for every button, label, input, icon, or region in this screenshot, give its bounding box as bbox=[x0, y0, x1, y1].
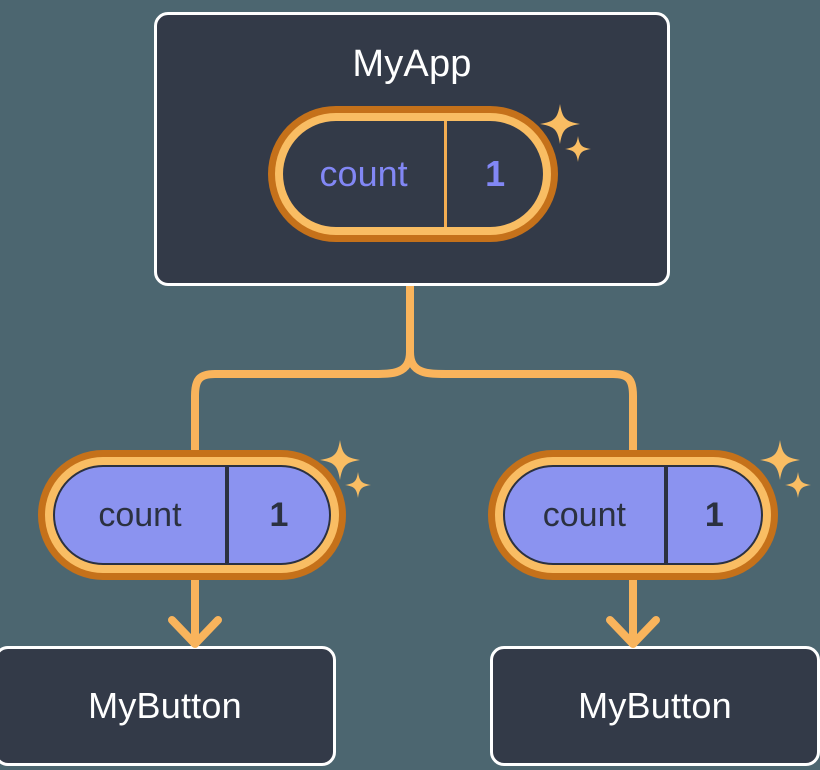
state-pill-mybutton-left-count[interactable]: count 1 bbox=[38, 450, 346, 580]
component-label-mybutton-left: MyButton bbox=[88, 685, 242, 726]
state-pill-ring: count 1 bbox=[275, 113, 551, 235]
connector-branch-left bbox=[191, 351, 414, 452]
state-pill-ring: count 1 bbox=[45, 457, 339, 573]
state-key: count bbox=[542, 496, 626, 534]
state-pill-mybutton-right-count[interactable]: count 1 bbox=[488, 450, 778, 580]
component-label-myapp: MyApp bbox=[352, 43, 472, 85]
component-box-mybutton-left[interactable]: MyButton bbox=[0, 646, 336, 766]
state-pill-body: count 1 bbox=[283, 121, 543, 227]
component-label-mybutton-right: MyButton bbox=[578, 685, 732, 726]
state-pill-body: count 1 bbox=[503, 465, 763, 565]
connector-branch-right bbox=[406, 351, 637, 452]
state-pill-body: count 1 bbox=[53, 465, 331, 565]
state-value: 1 bbox=[444, 121, 543, 227]
sparkle-small-icon bbox=[785, 472, 811, 498]
component-box-mybutton-right[interactable]: MyButton bbox=[490, 646, 820, 766]
state-pill-myapp-count[interactable]: count 1 bbox=[268, 106, 558, 242]
sparkle-small-icon bbox=[345, 472, 371, 498]
connector-arrow-head-right bbox=[606, 616, 660, 648]
state-pill-ring: count 1 bbox=[495, 457, 771, 573]
state-key: count bbox=[98, 496, 182, 534]
state-value: 1 bbox=[663, 467, 761, 563]
connector-arrow-head-left bbox=[168, 616, 222, 648]
state-value: 1 bbox=[224, 467, 329, 563]
sparkle-large-icon bbox=[760, 440, 800, 480]
state-key: count bbox=[319, 153, 408, 194]
